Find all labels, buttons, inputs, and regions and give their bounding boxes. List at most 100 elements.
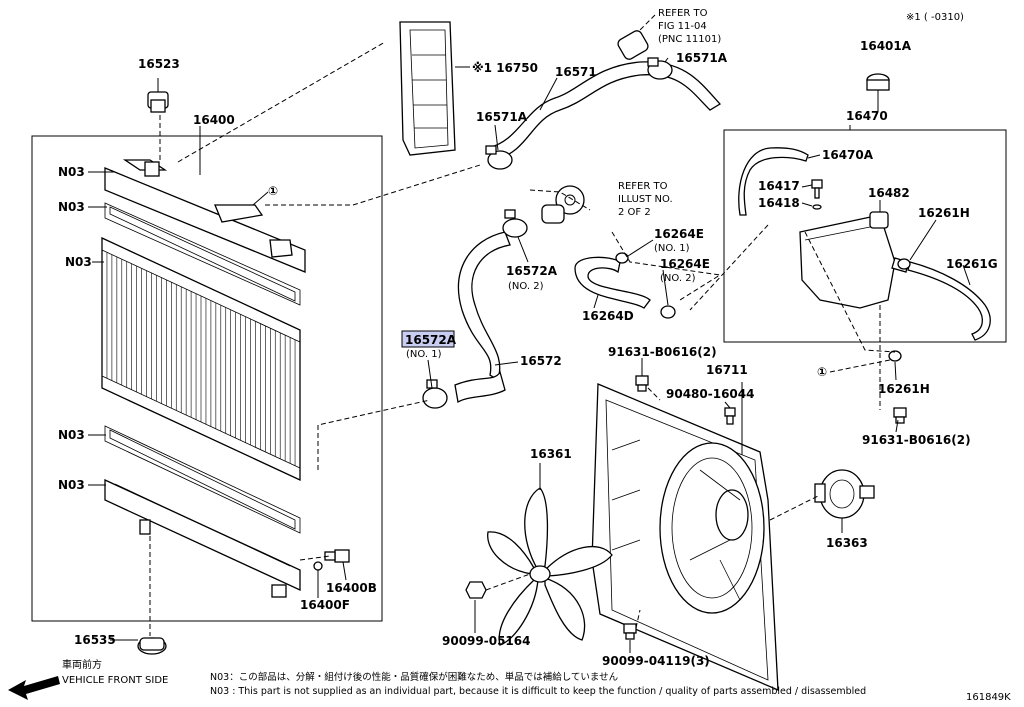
water-outlet [541, 185, 585, 224]
label-16711: 16711 [706, 363, 748, 377]
ref-line-fan-nut [485, 573, 531, 591]
label-16400f: 16400F [300, 598, 350, 612]
drain-plug [110, 637, 167, 655]
nut-90099-05164 [465, 581, 487, 599]
label-16261h-top: 16261H [918, 206, 970, 220]
label-refer-illust-2: ILLUST NO. [618, 194, 673, 205]
ref-line-lower-bolt [635, 609, 641, 629]
label-16571: 16571 [555, 65, 597, 79]
bolt-91631-bot [893, 407, 907, 424]
label-front-jp: 車両前方 [62, 658, 102, 671]
label-front-en: VEHICLE FRONT SIDE [62, 675, 168, 686]
lower-gasket [104, 425, 301, 534]
bolt-91631-top [635, 375, 649, 392]
ref-line-reservoir [689, 224, 769, 311]
label-16418: 16418 [758, 196, 800, 210]
radiator-cap [147, 78, 169, 113]
label-16571a-top: 16571A [676, 51, 728, 65]
ref-line-cock [299, 555, 331, 561]
label-16482: 16482 [868, 186, 910, 200]
label-16417: 16417 [758, 179, 800, 193]
hose-clamp-16571a-mid [485, 145, 513, 170]
ref-line-duct [177, 41, 386, 163]
label-no2-b: (NO. 2) [660, 273, 696, 284]
cooling-fan [487, 463, 613, 646]
label-16264e-2: 16264E [660, 257, 710, 271]
label-no1-b: (NO. 1) [406, 349, 442, 360]
label-16470a: 16470A [822, 148, 874, 162]
clamp-16261h-top [897, 258, 911, 270]
label-16535: 16535 [74, 633, 116, 647]
lower-hose [454, 231, 511, 404]
label-16523: 16523 [138, 57, 180, 71]
label-16750: ※1 16750 [472, 61, 538, 75]
label-16400b: 16400B [326, 581, 377, 595]
ref-line-top-clamp [639, 14, 656, 31]
fan-shroud [591, 383, 779, 692]
ref-line-lower-hose [317, 399, 431, 470]
label-16361: 16361 [530, 447, 572, 461]
bolt-90099-04119 [623, 623, 637, 640]
ref-line-shroud-bolt [647, 387, 661, 401]
note-en: N03 : This part is not supplied as an in… [210, 686, 866, 697]
ref-line-circle [829, 359, 891, 373]
radiator-group-box [31, 135, 383, 622]
radiator-lower-tank [104, 478, 301, 592]
front-arrow-icon [8, 676, 60, 700]
label-refer-fig-2: FIG 11-04 [658, 21, 707, 32]
upper-hose [487, 30, 722, 161]
label-16261g: 16261G [946, 257, 998, 271]
radiator-upper-tank [104, 159, 306, 273]
label-16571a-mid: 16571A [476, 110, 528, 124]
label-n03-3: N03 [65, 255, 92, 269]
label-16572: 16572 [520, 354, 562, 368]
label-16261h-bot: 16261H [878, 382, 930, 396]
label-no2-a: (NO. 2) [508, 281, 544, 292]
label-90480: 90480-16044 [666, 387, 754, 401]
label-91631-top: 91631-B0616(2) [608, 345, 717, 359]
air-duct [399, 21, 470, 156]
label-90099-05164: 90099-05164 [442, 634, 530, 648]
label-no1-a: (NO. 1) [654, 243, 690, 254]
hose-clamp-16572a-no1 [422, 379, 448, 409]
highlight-16572a-no1[interactable] [401, 330, 455, 348]
reservoir-group-box [723, 129, 1007, 343]
hose-clamp-16572a-no2 [502, 209, 528, 238]
hose-clamp-16571a-top [647, 57, 673, 80]
label-91631-bot: 91631-B0616(2) [862, 433, 971, 447]
label-n03-2: N03 [58, 200, 85, 214]
label-90099-04119: 90099-04119(3) [602, 654, 710, 668]
note-jp: N03：この部品は、分解・組付け後の性能・品質確保が困難なため、単品では補給して… [210, 671, 618, 683]
upper-gasket [104, 202, 301, 306]
ref-line-upper-hose [265, 164, 481, 206]
circle-ref-2: ① [817, 365, 827, 379]
label-n03-1: N03 [58, 165, 85, 179]
reservoir-hose-16261g [907, 261, 991, 341]
fan-motor [814, 469, 875, 519]
label-refer-illust-3: 2 OF 2 [618, 207, 651, 218]
label-16400: 16400 [193, 113, 235, 127]
option-mark: ※1 ( -0310) [906, 12, 964, 23]
diagram-id: 161849K [966, 692, 1011, 703]
drain-cock [313, 549, 350, 571]
bypass-hose [574, 252, 676, 319]
reservoir-hose [738, 147, 809, 216]
label-16572a-no1[interactable]: 16572A [405, 333, 457, 347]
label-n03-5: N03 [58, 478, 85, 492]
radiator-core [101, 236, 301, 482]
label-16470: 16470 [846, 109, 888, 123]
label-refer-illust-1: REFER TO [618, 181, 668, 192]
reservoir-cap [866, 73, 890, 112]
clamp-16261h-bot [888, 350, 902, 362]
circle-ref-1: ① [268, 184, 278, 198]
label-n03-4: N03 [58, 428, 85, 442]
label-16401a: 16401A [860, 39, 912, 53]
ref-line-tank [804, 231, 896, 353]
ref-line-motor [769, 494, 821, 521]
label-16572a-no2: 16572A [506, 264, 558, 278]
reservoir-tank [799, 211, 909, 309]
label-refer-fig-1: REFER TO [658, 8, 708, 19]
bolt-90480 [724, 407, 736, 425]
label-16363: 16363 [826, 536, 868, 550]
